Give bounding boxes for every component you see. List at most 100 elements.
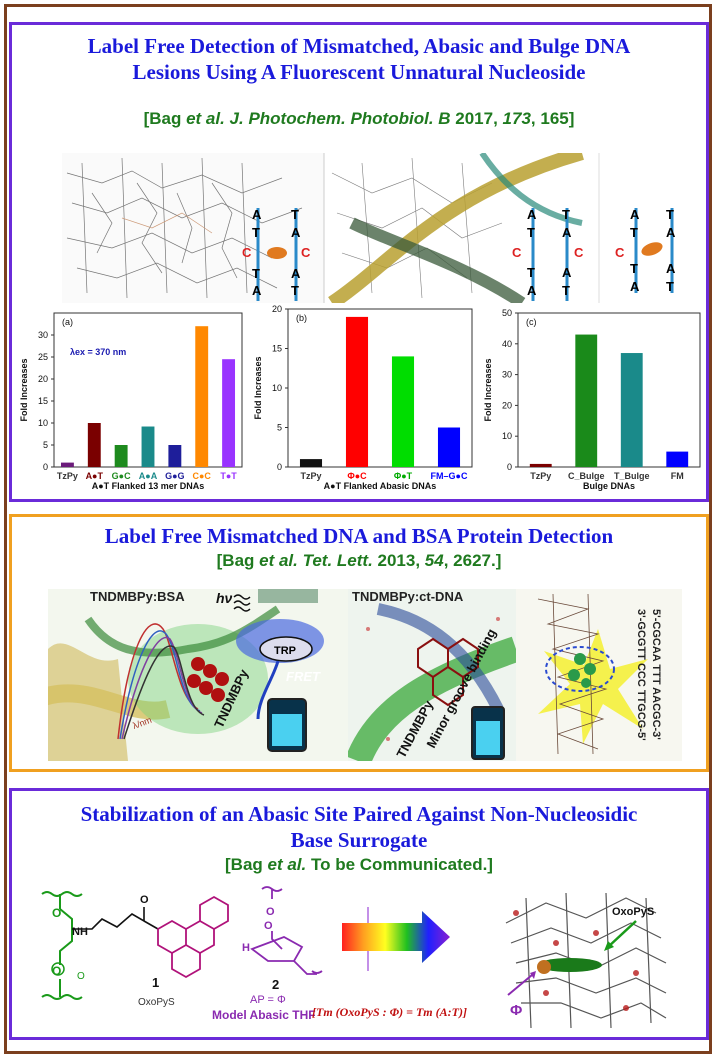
dna-structure-illustration: A T T A C C T A A T A T T A C C T A A T [62, 153, 676, 303]
bp-label: A [252, 207, 262, 222]
x-axis-label: A●T Flanked 13 mer DNAs [92, 481, 204, 491]
y-tick-label: 5 [43, 440, 48, 450]
x-tick-label: TzPy [530, 471, 551, 481]
bp-label: T [562, 283, 570, 298]
bar [575, 334, 598, 467]
chemical-structures: O O O NH O 1 OxoPyS O O H 2 AP = Φ Model… [41, 886, 323, 1022]
bp-label: A [291, 266, 301, 281]
bp-label: T [527, 225, 535, 240]
y-tick-label: 30 [38, 330, 48, 340]
compound-name-1: OxoPyS [138, 997, 175, 1008]
bsa-binding-illustration: λ/nm TNDMBPy:BSA hν TRP FRET TNDMBPy [48, 589, 348, 761]
panel1-reference: [Bag et al. J. Photochem. Photobiol. B 2… [143, 109, 575, 128]
y-tick-label: 15 [38, 396, 48, 406]
bar [195, 326, 209, 467]
atom-o: O [52, 906, 61, 920]
bp-label: T [666, 279, 674, 294]
x-tick-label: T●T [220, 471, 237, 481]
bp-label: A [291, 225, 301, 240]
x-axis-label: Bulge DNAs [583, 481, 635, 491]
panel-mismatch-bsa: Label Free Mismatched DNA and BSA Protei… [9, 514, 709, 772]
excitation-annotation: λex = 370 nm [70, 347, 126, 357]
x-tick-label: A●T [86, 471, 104, 481]
x-tick-label: FM [671, 471, 684, 481]
bp-label: T [252, 266, 260, 281]
bar [345, 316, 369, 467]
y-tick-label: 15 [272, 344, 282, 354]
x-tick-label: C●C [192, 471, 211, 481]
panel-lesion-detection: Label Free Detection of Mismatched, Abas… [9, 22, 709, 502]
x-tick-label: Φ●T [394, 471, 413, 481]
dna-binding-illustration: TNDMBPy:ct-DNA TNDMBPy Minor groove bind… [348, 589, 682, 761]
panel-abasic-stabilization: Stabilization of an Abasic Site Paired A… [9, 788, 709, 1040]
bp-label: A [527, 207, 537, 222]
bp-label: T [630, 225, 638, 240]
atom-nh: NH [72, 926, 88, 938]
bp-label: A [562, 265, 572, 280]
y-axis-label: Fold Increases [253, 356, 263, 419]
y-axis-label: Fold Increases [483, 358, 493, 421]
panel-label: (a) [62, 317, 73, 327]
plot-frame [517, 312, 701, 468]
y-tick-label: 10 [38, 418, 48, 428]
bp-label: T [666, 207, 674, 222]
bar [114, 445, 128, 467]
bp-label: A [630, 207, 640, 222]
x-tick-label: G●G [165, 471, 184, 481]
trp-label: TRP [274, 645, 296, 657]
x-tick-label: FM–G●C [431, 471, 468, 481]
x-tick-label: TzPy [57, 471, 78, 481]
panel1-title-line2: Lesions Using A Fluorescent Unnatural Nu… [132, 60, 586, 84]
compound-number-2: 2 [272, 977, 279, 992]
bp-label: A [252, 283, 262, 298]
y-tick-label: 20 [38, 374, 48, 384]
y-tick-label: 50 [502, 308, 512, 318]
y-tick-label: 30 [502, 370, 512, 380]
x-tick-label: T_Bulge [614, 471, 650, 481]
bp-label: A [527, 283, 537, 298]
bar [168, 445, 182, 467]
x-tick-label: G●C [112, 471, 131, 481]
compound-number-1: 1 [152, 975, 159, 990]
x-tick-label: C_Bulge [568, 471, 605, 481]
bar [222, 359, 236, 467]
y-tick-label: 0 [277, 462, 282, 472]
sequence-bottom: 3'-GCGTT CCC TTGCG-5' [635, 609, 647, 741]
sequence-top: 5'-CGCAA TTT AACGC-3' [650, 609, 662, 740]
panel-label: (c) [526, 317, 537, 327]
panel3-title-line1: Stabilization of an Abasic Site Paired A… [80, 802, 638, 826]
bar [437, 427, 461, 467]
bar [529, 463, 552, 467]
bp-label: A [666, 261, 676, 276]
hv-label: hν [216, 590, 233, 606]
spectrum-arrow [342, 907, 450, 971]
bp-label: T [291, 207, 299, 222]
y-tick-label: 0 [43, 462, 48, 472]
y-tick-label: 5 [277, 423, 282, 433]
bp-label: C [574, 245, 584, 260]
x-axis-label: A●T Flanked Abasic DNAs [324, 481, 437, 491]
x-tick-label: A●A [139, 471, 158, 481]
bp-label: T [630, 261, 638, 276]
bp-label: T [291, 283, 299, 298]
bar [666, 451, 689, 467]
outer-frame [4, 4, 712, 1054]
atom-o: O [77, 971, 85, 982]
y-tick-label: 25 [38, 352, 48, 362]
y-tick-label: 10 [502, 431, 512, 441]
panel2-title: Label Free Mismatched DNA and BSA Protei… [104, 524, 614, 548]
bp-label: A [666, 225, 676, 240]
atom-o: O [52, 964, 61, 978]
y-tick-label: 20 [502, 400, 512, 410]
x-tick-label: TzPy [300, 471, 321, 481]
dna-duplex-model: OxoPyS Φ [505, 892, 667, 1029]
tm-equation: [Tm (OxoPyS : Φ) = Tm (A:T)] [312, 1005, 467, 1019]
panel2-reference: [Bag et al. Tet. Lett. 2013, 54, 2627.] [216, 551, 502, 570]
bp-label: T [527, 265, 535, 280]
panel3-reference: [Bag et al. To be Communicated.] [225, 855, 493, 874]
bp-label: A [562, 225, 572, 240]
bp-label: C [615, 245, 625, 260]
